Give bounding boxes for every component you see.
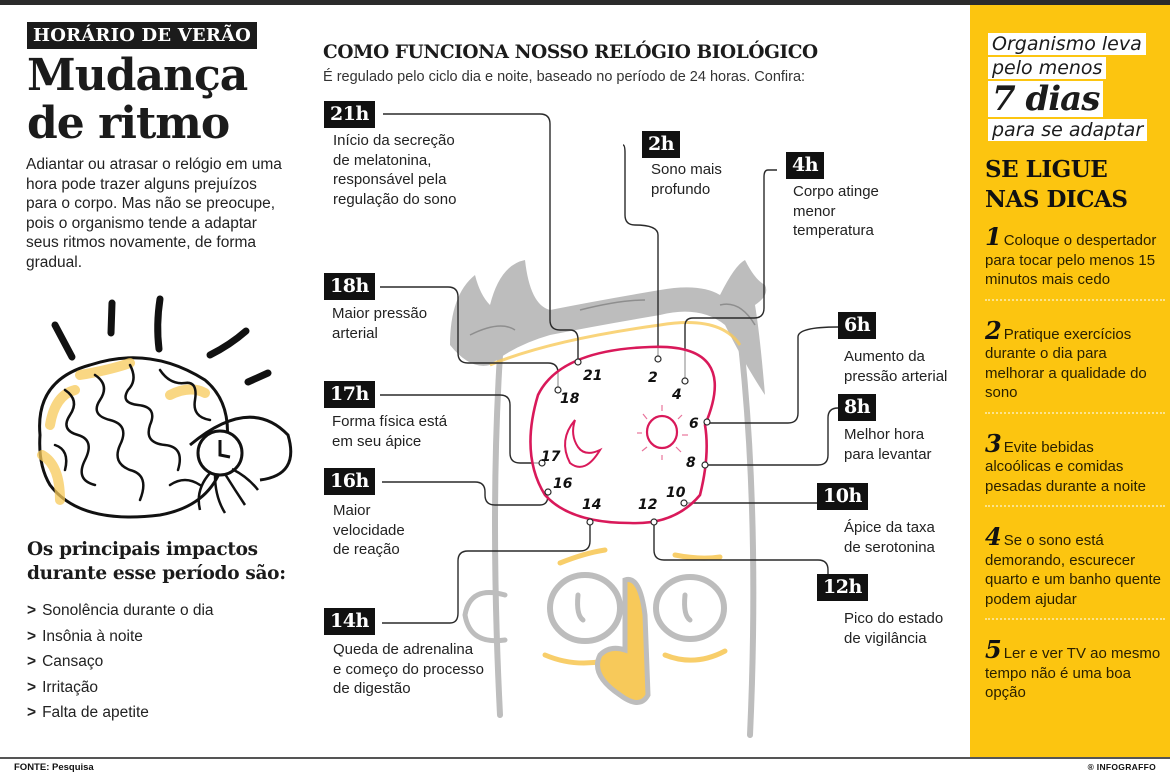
callout-days: 7 dias	[988, 81, 1104, 117]
source-credit: FONTE: Pesquisa	[14, 762, 94, 773]
impact-item: > Irritação	[27, 675, 214, 701]
svg-text:17: 17	[541, 449, 561, 465]
page-title: Mudança de ritmo	[27, 50, 248, 149]
tip-text: Ler e ver TV ao mesmo tempo não é uma bo…	[985, 645, 1161, 701]
divider	[985, 505, 1165, 515]
event-tag-8h: 8h	[838, 394, 877, 421]
event-tag-10h: 10h	[817, 483, 868, 510]
svg-text:4: 4	[671, 387, 682, 403]
event-tag-6h: 6h	[838, 312, 877, 339]
tips-sidebar: Organismo leva pelo menos 7 dias para se…	[970, 5, 1170, 757]
callout-line-2: pelo menos	[988, 57, 1107, 79]
divider	[985, 618, 1165, 628]
impacts-list: > Sonolência durante o dia > Insônia à noi…	[27, 598, 214, 726]
impact-text: Irritação	[42, 678, 99, 696]
tips-heading-line-1: SE LIGUE	[985, 156, 1108, 183]
impact-text: Insônia à noite	[42, 627, 143, 645]
tip-number: 1	[985, 222, 1002, 251]
svg-text:10: 10	[666, 485, 686, 501]
divider	[985, 411, 1165, 422]
chevron-right-icon: >	[27, 678, 37, 696]
biological-clock-diagram: 21 2 4 18 6 17 8 16 10 14 12 21h Início …	[300, 95, 970, 757]
callout-line-4: para se adaptar	[988, 119, 1148, 141]
svg-text:12: 12	[638, 497, 657, 513]
impact-text: Sonolência durante o dia	[42, 602, 214, 619]
svg-text:8: 8	[686, 455, 696, 471]
svg-text:2: 2	[648, 370, 658, 386]
brain-clock-illustration	[37, 295, 293, 519]
svg-text:21: 21	[583, 368, 602, 384]
svg-text:18: 18	[560, 391, 580, 407]
impact-text: Falta de apetite	[42, 704, 149, 721]
event-tag-21h: 21h	[324, 101, 375, 128]
event-tag-12h: 12h	[817, 574, 868, 601]
title-line-2: de ritmo	[27, 98, 230, 149]
sun-icon	[637, 405, 688, 460]
event-tag-16h: 16h	[324, 468, 375, 495]
svg-text:14: 14	[582, 497, 601, 513]
chevron-right-icon: >	[27, 602, 37, 619]
tip-text: Coloque o despertador para tocar pelo me…	[985, 232, 1157, 288]
divider	[985, 298, 1165, 309]
event-tag-2h: 2h	[642, 131, 681, 158]
tip-text: Pratique exercícios durante o dia para m…	[985, 325, 1147, 402]
impacts-heading-line-1: Os principais impactos	[27, 539, 258, 560]
impact-item: > Sonolência durante o dia	[27, 598, 214, 624]
impacts-heading: Os principais impactos durante esse perí…	[27, 538, 286, 586]
tip-text: Se o sono está demorando, escurecer quar…	[985, 532, 1161, 608]
top-border	[0, 0, 1170, 5]
event-tag-17h: 17h	[324, 381, 375, 408]
chevron-right-icon: >	[27, 653, 37, 670]
clock-section-title: COMO FUNCIONA NOSSO RELÓGIO BIOLÓGICO	[323, 42, 818, 63]
tip-number: 5	[985, 635, 1002, 664]
face-sketch-illustration: 21 2 4 18 6 17 8 16 10 14 12	[380, 113, 839, 738]
impact-item: > Insônia à noite	[27, 624, 214, 650]
tip-number: 3	[985, 428, 1002, 458]
impact-item: > Falta de apetite	[27, 700, 214, 726]
impact-text: Cansaço	[42, 653, 104, 670]
moon-icon	[564, 419, 603, 468]
event-tag-4h: 4h	[786, 152, 825, 179]
tips-heading-line-2: NAS DICAS	[985, 186, 1128, 213]
intro-paragraph: Adiantar ou atrasar o relógio em uma hor…	[26, 156, 282, 271]
svg-text:6: 6	[689, 416, 699, 432]
tip-text: Evite bebidas alcoólicas e comidas pesad…	[985, 438, 1146, 495]
event-tag-18h: 18h	[324, 273, 375, 300]
tip-number: 2	[985, 315, 1002, 345]
brand-credit: ® INFOGRAFFO	[1087, 762, 1156, 772]
callout-line-1: Organismo leva	[988, 33, 1146, 55]
chevron-right-icon: >	[27, 704, 37, 721]
impacts-heading-line-2: durante esse período são:	[27, 563, 286, 584]
clock-section-subtitle: É regulado pelo ciclo dia e noite, basea…	[323, 69, 806, 85]
footer-divider	[0, 757, 1170, 759]
section-kicker: HORÁRIO DE VERÃO	[27, 22, 258, 49]
chevron-right-icon: >	[27, 627, 37, 645]
impact-item: > Cansaço	[27, 649, 214, 675]
tips-heading: SE LIGUE NAS DICAS	[985, 155, 1128, 215]
svg-text:16: 16	[553, 476, 573, 492]
adaptation-callout: Organismo leva pelo menos 7 dias para se…	[988, 33, 1148, 143]
event-tag-14h: 14h	[324, 608, 375, 635]
title-line-1: Mudança	[27, 50, 248, 101]
tip-number: 4	[985, 522, 1002, 551]
